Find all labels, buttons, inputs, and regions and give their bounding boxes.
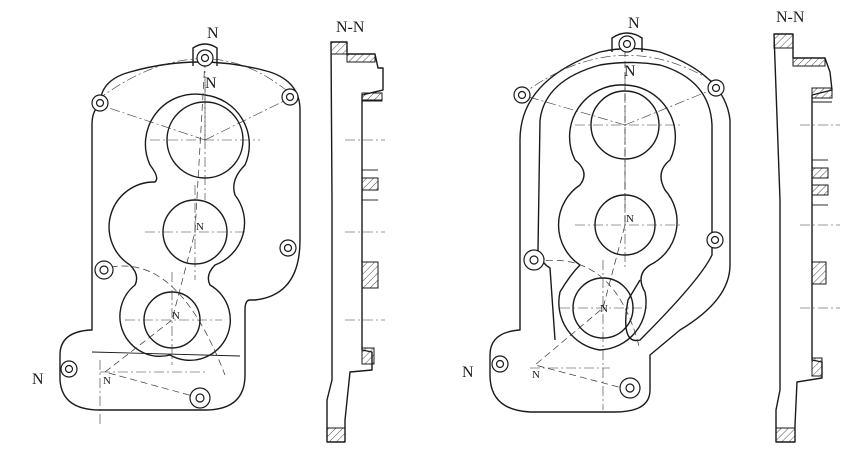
- right-section-title: N-N: [776, 9, 805, 26]
- right-bore-chain: [557, 84, 678, 351]
- right-n-label-side: N: [462, 364, 474, 381]
- left-bore-chain: [108, 93, 250, 362]
- left-section-title: N-N: [336, 19, 365, 36]
- right-bore-top: [590, 90, 660, 160]
- left-section-profile: [326, 41, 384, 443]
- right-housing-outline: [489, 47, 731, 413]
- left-top-boss: [192, 43, 218, 66]
- right-bolt-holes: [491, 35, 725, 399]
- right-top-arc: [519, 55, 721, 97]
- left-section-hatch-top: [330, 41, 348, 55]
- right-n-label-low: N: [532, 369, 540, 381]
- right-housing-view: N N N N N N: [462, 15, 731, 413]
- left-housing-view: N N N N N N: [32, 25, 301, 425]
- right-section-hatch-top: [773, 33, 794, 49]
- left-housing-outline: [59, 61, 301, 411]
- right-inner-left-wall: [537, 119, 556, 341]
- right-n-label-bottom: N: [600, 303, 608, 315]
- right-top-boss: [611, 32, 643, 52]
- left-inner-step: [91, 351, 241, 357]
- left-bolt-holes: [60, 49, 299, 409]
- left-n-label-top: N: [207, 25, 219, 42]
- right-inner-wall: [539, 61, 713, 342]
- right-n-label-mid: N: [626, 213, 634, 225]
- left-n-label-mid: N: [196, 221, 204, 233]
- left-n-label-low: N: [103, 375, 111, 387]
- left-n-label-side: N: [32, 371, 44, 388]
- left-section-view: N-N: [326, 19, 385, 443]
- left-n-label-boss: N: [205, 75, 217, 92]
- right-n-label-top: N: [628, 15, 640, 32]
- right-section-view: N-N: [773, 9, 840, 443]
- left-n-label-bottom: N: [172, 310, 180, 322]
- right-n-label-boss: N: [624, 63, 636, 80]
